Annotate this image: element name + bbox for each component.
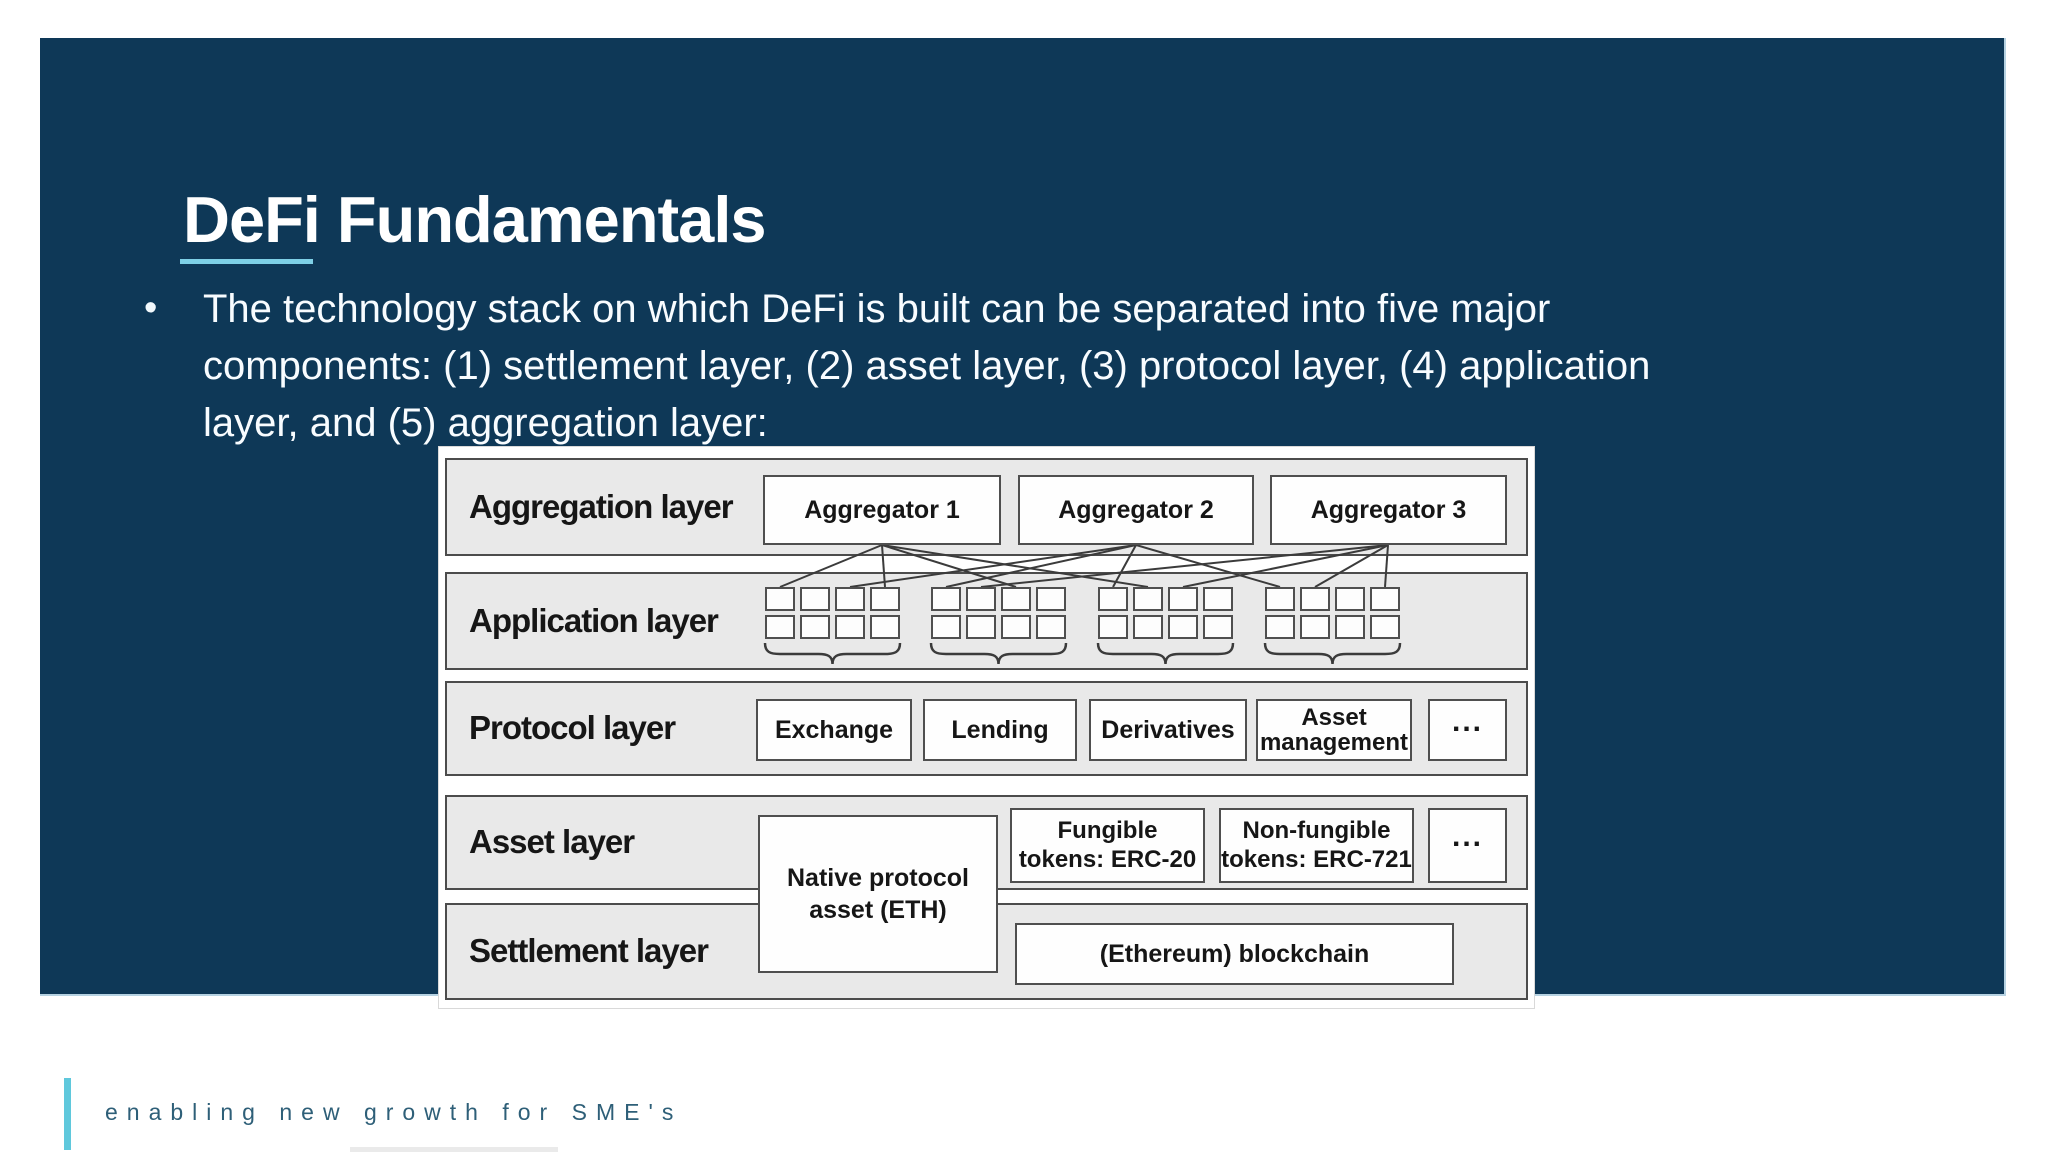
dapp-square — [1036, 615, 1066, 639]
dapp-square — [870, 587, 900, 611]
dapp-square — [1098, 615, 1128, 639]
dapp-group — [1098, 587, 1233, 639]
footer-accent-bar — [64, 1078, 71, 1150]
dapp-group — [931, 587, 1066, 639]
dapp-square — [1133, 615, 1163, 639]
dapp-square — [1098, 587, 1128, 611]
layer-label-application: Application layer — [469, 602, 719, 639]
ellipsis-text: ... — [1451, 819, 1483, 853]
dapp-square — [1168, 587, 1198, 611]
title-underline-accent — [180, 259, 313, 264]
connection-line — [1314, 544, 1389, 588]
dapp-group — [1265, 587, 1400, 639]
dapp-square — [1300, 615, 1330, 639]
defi-stack-diagram: Aggregation layer Application layer Prot… — [439, 447, 1534, 1008]
bullet-marker: • — [144, 287, 158, 329]
dapp-square — [1265, 587, 1295, 611]
asset-box-ellipsis: ... — [1428, 808, 1507, 883]
dapp-square — [1300, 587, 1330, 611]
layer-label-aggregation: Aggregation layer — [469, 488, 734, 525]
protocol-box-lending: Lending — [923, 699, 1077, 761]
ellipsis-text: ... — [1451, 705, 1483, 739]
dapp-square — [835, 587, 865, 611]
bullet-text: The technology stack on which DeFi is bu… — [203, 281, 1993, 452]
dapp-square — [966, 587, 996, 611]
dapp-square — [835, 615, 865, 639]
dapp-square — [1168, 615, 1198, 639]
dapp-square — [1335, 615, 1365, 639]
layer-label-asset: Asset layer — [469, 823, 635, 860]
underbrace — [929, 642, 1068, 665]
bullet-line: layer, and (5) aggregation layer: — [203, 401, 768, 445]
connection-line — [849, 544, 1137, 588]
dapp-square — [800, 615, 830, 639]
dapp-square — [1001, 615, 1031, 639]
settlement-box-blockchain: (Ethereum) blockchain — [1015, 923, 1454, 985]
aggregator-box: Aggregator 3 — [1270, 475, 1507, 545]
page-title: DeFi Fundamentals — [183, 182, 767, 256]
dapp-square — [1370, 587, 1400, 611]
protocol-box-exchange: Exchange — [756, 699, 912, 761]
footer-tagline: enabling new growth for SME's — [105, 1099, 683, 1125]
dapp-square — [931, 615, 961, 639]
aggregator-box: Aggregator 1 — [763, 475, 1001, 545]
layer-label-settlement: Settlement layer — [469, 932, 709, 969]
dapp-square — [931, 587, 961, 611]
underbrace — [1096, 642, 1235, 665]
dapp-square — [1370, 615, 1400, 639]
dapp-square — [1265, 615, 1295, 639]
underbrace — [763, 642, 902, 665]
dapp-square — [1133, 587, 1163, 611]
dapp-square — [1001, 587, 1031, 611]
dapp-square — [966, 615, 996, 639]
layer-label-protocol: Protocol layer — [469, 709, 676, 746]
connection-line — [980, 544, 1389, 588]
protocol-box-derivatives: Derivatives — [1089, 699, 1247, 761]
connection-line — [779, 544, 883, 588]
protocol-box-ellipsis: ... — [1428, 699, 1507, 761]
connection-line — [881, 544, 1017, 588]
connection-line — [1384, 544, 1389, 588]
underbrace — [1263, 642, 1402, 665]
bullet-line: The technology stack on which DeFi is bu… — [203, 287, 1551, 331]
dapp-square — [1335, 587, 1365, 611]
bottom-edge-artifact — [350, 1147, 558, 1152]
connection-line — [1135, 544, 1281, 588]
bullet-line: components: (1) settlement layer, (2) as… — [203, 344, 1651, 388]
dapp-square — [870, 615, 900, 639]
dapp-square — [765, 587, 795, 611]
dapp-square — [765, 615, 795, 639]
asset-box-fungible-tokens: Fungible tokens: ERC-20 — [1010, 808, 1205, 883]
connection-line — [1182, 544, 1389, 588]
slide-canvas: DeFi Fundamentals • The technology stack… — [40, 38, 2006, 1008]
diagram-connections-svg — [763, 544, 1402, 665]
dapp-square — [1036, 587, 1066, 611]
connection-line — [945, 544, 1137, 588]
asset-box-non-fungible-tokens: Non-fungible tokens: ERC-721 — [1219, 808, 1414, 883]
dapp-square — [1203, 587, 1233, 611]
dapp-group — [765, 587, 900, 639]
protocol-box-asset-management: Asset management — [1256, 699, 1412, 761]
dapp-square — [1203, 615, 1233, 639]
connection-line — [881, 544, 1149, 588]
connection-line — [1112, 544, 1137, 588]
native-protocol-asset-box: Native protocol asset (ETH) — [758, 815, 998, 973]
dapp-square — [800, 587, 830, 611]
aggregator-box: Aggregator 2 — [1018, 475, 1254, 545]
connection-line — [881, 544, 886, 588]
